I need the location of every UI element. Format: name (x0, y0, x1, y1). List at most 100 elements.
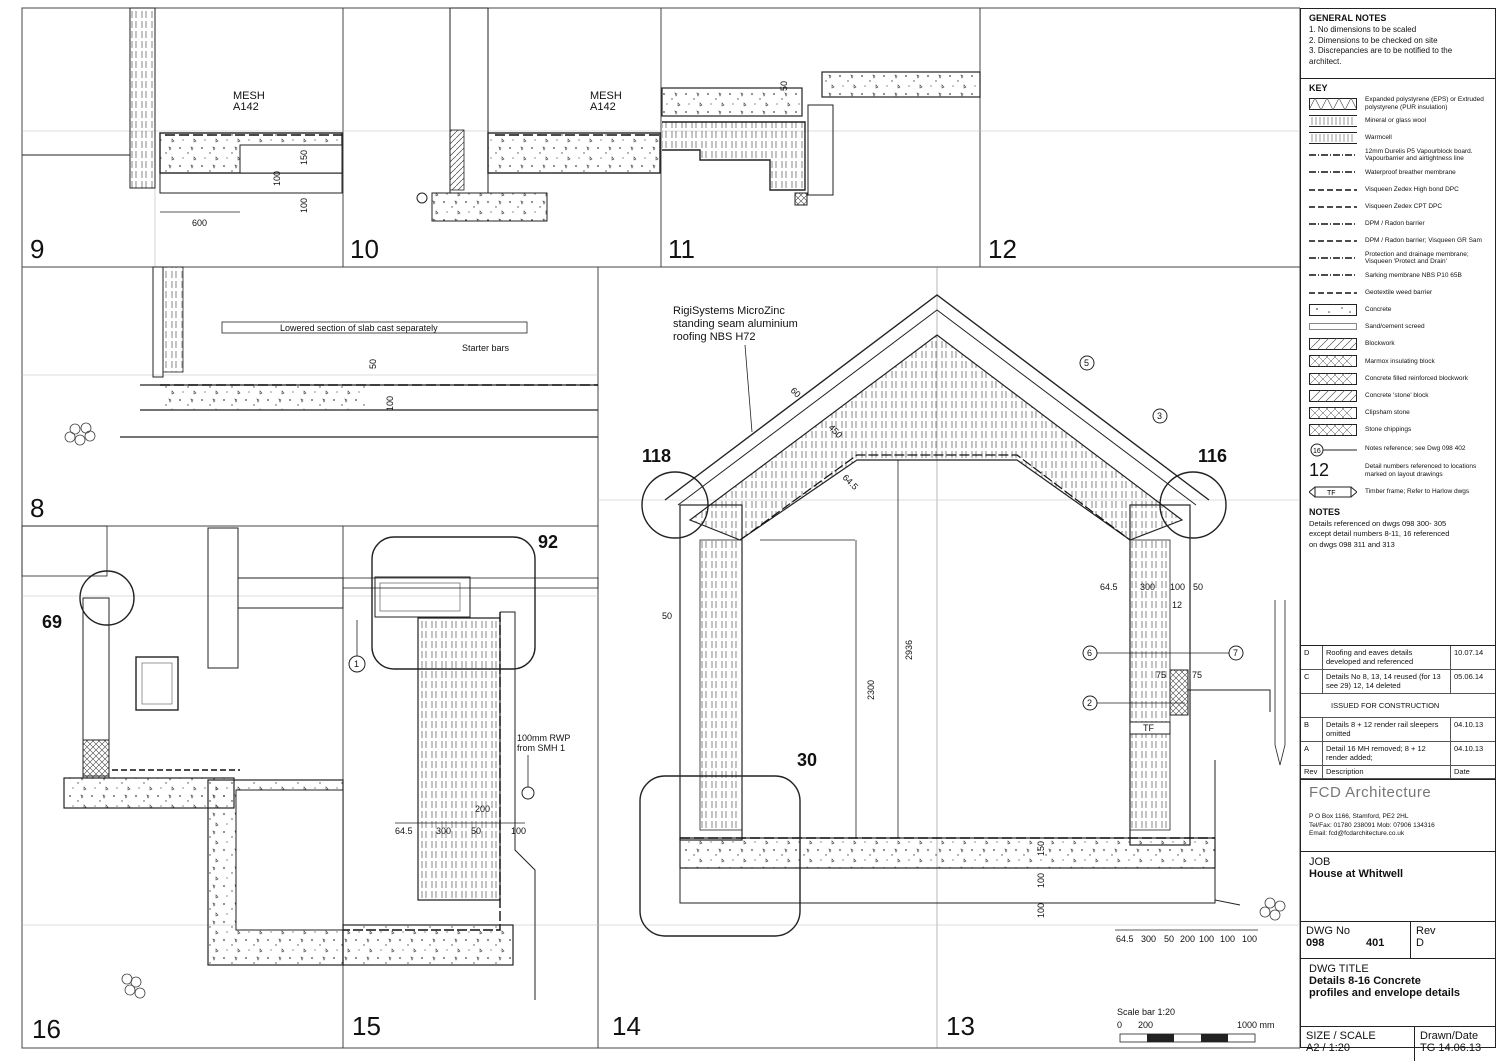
wool-swatch-icon (1309, 131, 1357, 144)
revision-date: 04.10.13 (1454, 744, 1484, 753)
wool-swatch-icon (1309, 114, 1357, 127)
callout-92: 92 (538, 532, 558, 552)
detail-10: MESH A142 10 (350, 7, 661, 264)
general-notes: GENERAL NOTES 1. No dimensions to be sca… (1301, 9, 1495, 79)
key-item: DPM / Radon barrier; Visqueen GR Sam (1309, 233, 1487, 250)
key-label: Warmcell (1365, 134, 1392, 142)
key-label: Waterproof breather membrane (1365, 168, 1456, 176)
rwp-note: 100mm RWP (517, 733, 570, 743)
revision-date: 10.07.14 (1454, 648, 1484, 657)
detail-number: 10 (350, 234, 379, 264)
key-label: 12mm Durelis P5 Vapourblock board. Vapou… (1365, 147, 1473, 163)
key-item: Visqueen Zedex High bond DPC (1309, 181, 1487, 198)
practice-email: Email: fcd@fcdarchitecture.co.uk (1309, 830, 1405, 837)
key-label: Notes reference; see Dwg 098 402 (1365, 445, 1466, 452)
cross-swatch-icon (1308, 372, 1357, 385)
detail-11: 50 11 (661, 71, 981, 264)
key-label: Protection and drainage membrane; Visque… (1365, 250, 1469, 266)
dim-label: 64.5 (395, 826, 413, 836)
detail-number: 9 (30, 234, 44, 264)
revision-date: Date (1454, 767, 1470, 776)
dim-50: 50 (779, 81, 789, 91)
size-value: A2 / 1:20 (1306, 1042, 1351, 1054)
note-tag: 5 (1084, 358, 1089, 368)
key-list: Expanded polystyrene (EPS) or Extruded p… (1308, 95, 1487, 439)
callout-118: 118 (642, 446, 671, 466)
rev-value: D (1416, 937, 1424, 949)
scale-tick: 1000 mm (1237, 1020, 1275, 1030)
dim-label: 50 (1164, 934, 1174, 944)
detail-14-13-section: 2300 2936 118 116 30 RigiSystems MicroZi… (612, 294, 1286, 1041)
scale-tick: 200 (1138, 1020, 1153, 1030)
dim-label: 64.5 (1100, 582, 1118, 592)
screed-swatch-icon (1309, 321, 1357, 333)
dim-64-5: 64.5 (841, 472, 860, 491)
notes-reference-icon: 16 (1309, 443, 1357, 457)
dim-12: 12 (1172, 600, 1182, 610)
job-block: JOB House at Whitwell (1301, 852, 1495, 922)
mesh-code: A142 (233, 101, 259, 113)
lowered-slab-note: Lowered section of slab cast separately (280, 323, 438, 333)
notes-reference-row: 16 Notes reference; see Dwg 098 402 (1309, 439, 1487, 459)
key-label: DPM / Radon barrier (1365, 220, 1425, 228)
dim-2936: 2936 (904, 640, 914, 660)
dim-label: 100 (1199, 934, 1214, 944)
key-item: Blockwork (1308, 336, 1487, 353)
timber-frame-row: TF Timber frame; Refer to Harlow dwgs (1308, 483, 1487, 501)
key-label: Detail numbers referenced to locations m… (1365, 463, 1477, 478)
job-label: JOB (1309, 856, 1331, 868)
key-item: Concrete (1309, 301, 1487, 318)
dim-50: 50 (368, 359, 378, 369)
dim-label: 100 (1170, 582, 1185, 592)
general-notes-title: GENERAL NOTES (1309, 13, 1387, 23)
key-item: Mineral or glass wool (1309, 112, 1487, 129)
roofing-note: RigiSystems MicroZinc (673, 305, 785, 317)
dim-label: 50 (1193, 582, 1203, 592)
key-label: Concrete 'stone' block (1365, 392, 1429, 400)
dim-label: 200 (1180, 934, 1195, 944)
revision-description: Details 8 + 12 render rail sleepers omit… (1323, 718, 1451, 741)
revision-letter: B (1301, 718, 1323, 741)
revision-letter (1301, 704, 1323, 708)
revision-date: 04.10.13 (1454, 720, 1484, 729)
timber-frame-icon: TF (1308, 486, 1358, 498)
key-label: Visqueen Zedex High bond DPC (1365, 185, 1459, 193)
key-label: Sarking membrane NBS P10 65B (1365, 271, 1462, 279)
dash-swatch-icon (1309, 201, 1357, 213)
key-item: Marmox insulating block (1308, 353, 1487, 370)
tf-marker: TF (1143, 723, 1154, 733)
dim-label: 100 (511, 826, 526, 836)
eps-swatch-icon (1308, 96, 1358, 111)
key-label: Clipsham stone (1365, 409, 1410, 417)
note-tag: 1 (354, 659, 359, 669)
practice-address: P O Box 1166, Stamford, PE2 2HL (1309, 813, 1409, 820)
detail-9: MESH A142 600 100 150 100 9 (22, 7, 343, 264)
notes-line: except detail numbers 8-11, 16 reference… (1309, 529, 1450, 539)
dwg-no-label: DWG No (1306, 925, 1350, 937)
dash-swatch-icon (1309, 184, 1357, 196)
general-note: 3. Discrepancies are to be notified to t… (1309, 46, 1453, 55)
dim-label: 50 (471, 826, 481, 836)
dashdot-swatch-icon (1309, 166, 1357, 178)
dwg-title-label: DWG TITLE (1309, 963, 1369, 975)
dashdot-swatch-icon (1309, 149, 1357, 161)
key-label: Concrete (1365, 306, 1392, 314)
note-tag: 7 (1233, 648, 1238, 658)
revision-letter: C (1301, 670, 1323, 693)
key-item: Geotextile weed barrier (1309, 284, 1487, 301)
scale-tick: 0 (1117, 1020, 1122, 1030)
mesh-code: A142 (590, 101, 616, 113)
detail-15: 92 1 100mm RWP from SMH 1 64.5 300 50 10… (342, 532, 599, 1041)
scale-bar: Scale bar 1:20 0 200 1000 mm (1117, 1007, 1275, 1043)
revision-date: 05.06.14 (1454, 672, 1484, 681)
dim-label: 64.5 (1116, 934, 1134, 944)
drawn-label: Drawn/Date (1420, 1030, 1479, 1042)
rev-label: Rev (1416, 925, 1436, 937)
dim-75: 75 (1192, 670, 1202, 680)
dim-100: 100 (1036, 903, 1046, 918)
practice-phone: Tel/Fax: 01780 238091 Mob: 07906 134316 (1309, 821, 1435, 829)
